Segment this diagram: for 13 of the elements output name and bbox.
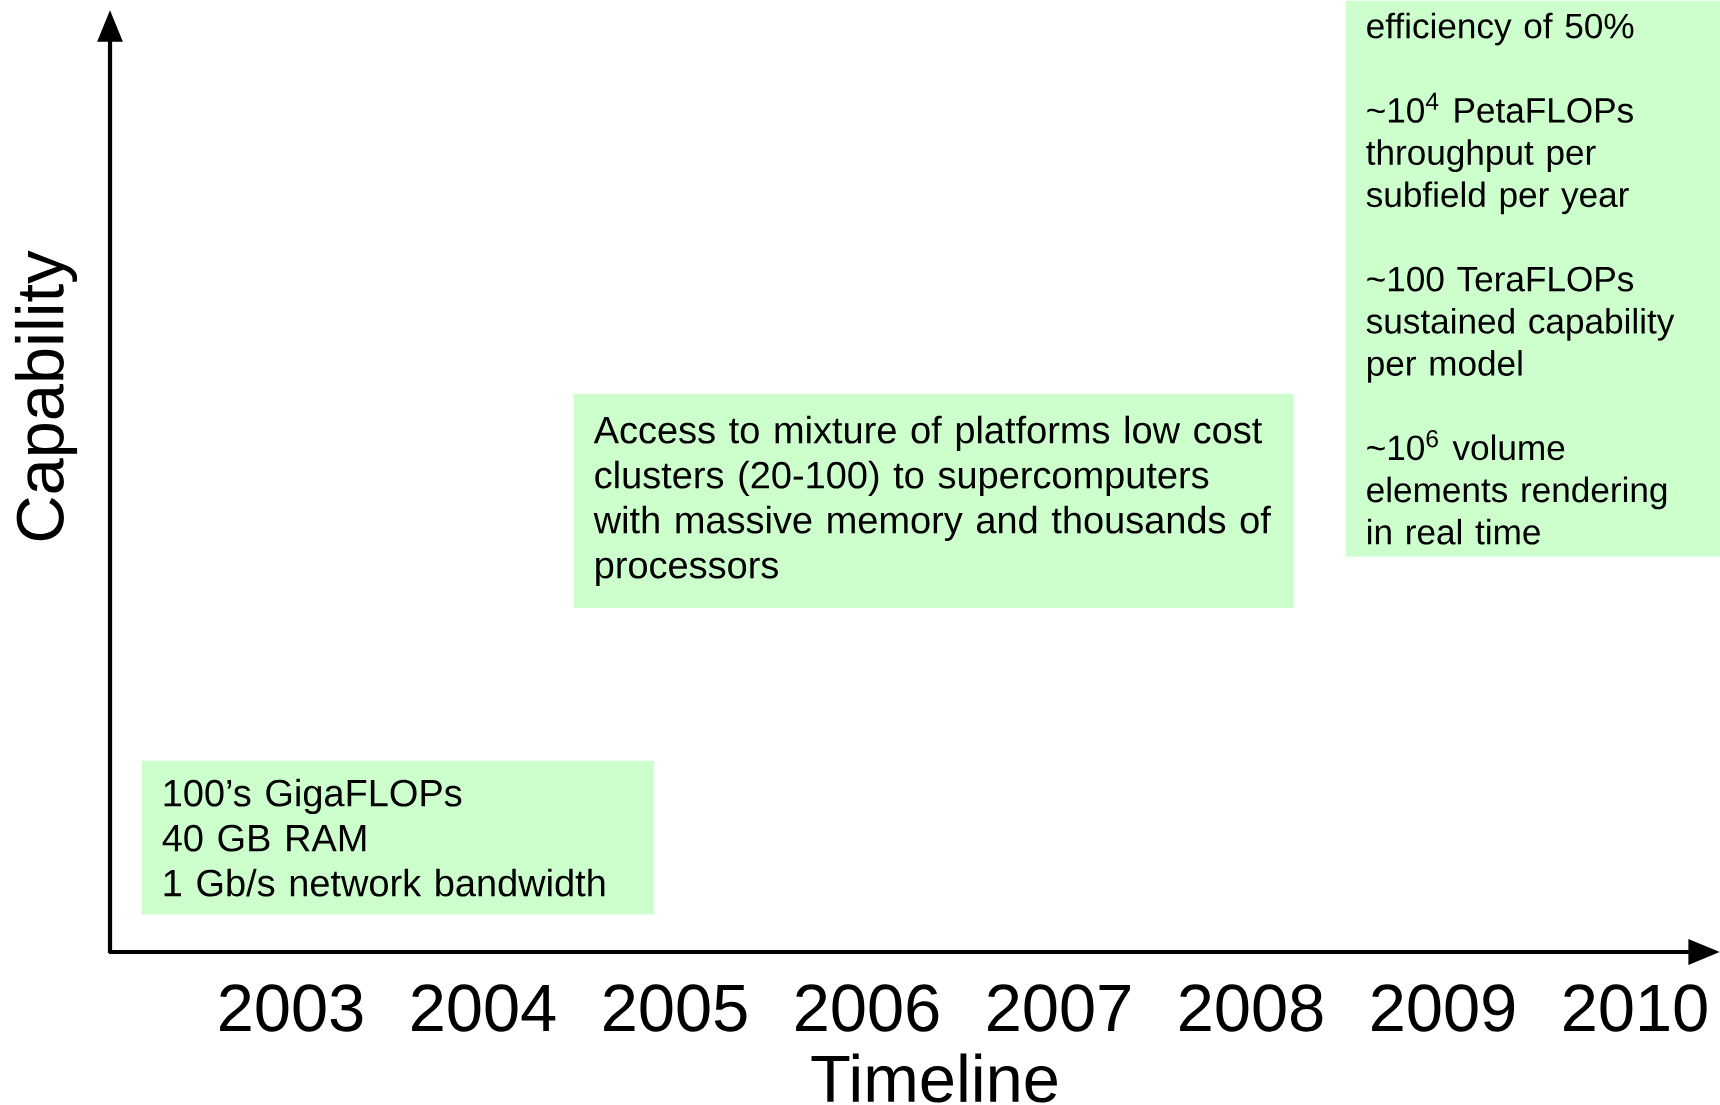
year-label: 2004 [412, 984, 556, 1032]
axis-title: Capability [14, 250, 78, 541]
year-label: 2005 [604, 984, 747, 1032]
year-label: 2006 [796, 984, 939, 1032]
year-label: 2008 [1180, 984, 1323, 1032]
text-box: efficiency of 50% ~10$^{4}$ PetaFLOPs throughput per subfield per year ~100 TeraFLOPs sustained capability per model ~10$^{6}$ volume elements rendering in real time [1345, 0, 1720, 557]
year-label: 2009 [1372, 984, 1515, 1032]
axis-title: Timeline [811, 1053, 1057, 1103]
text-box: 100’s GigaFLOPs 40 GB RAM 1 Gb/s network bandwidth [141, 760, 654, 915]
year-label: 2010 [1564, 984, 1707, 1032]
year-label: 2007 [988, 984, 1130, 1032]
text-box: Access to mixture of platforms low cost clusters (20-100) to supercomputers with massive memory and thousands of processors [573, 393, 1294, 609]
year-label: 2003 [220, 984, 363, 1032]
